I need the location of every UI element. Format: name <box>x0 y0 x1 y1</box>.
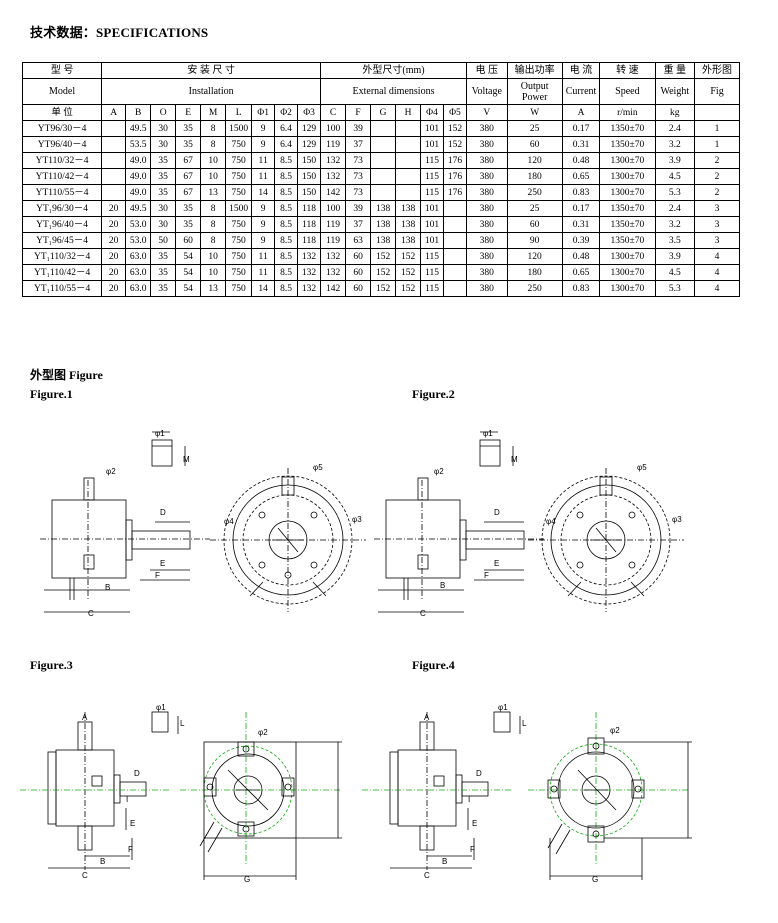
figure-2-label: Figure.2 <box>412 387 455 401</box>
fig3-front-view <box>180 712 342 880</box>
fig2-label-f: F <box>484 571 489 580</box>
figure-4-label: Figure.4 <box>412 658 455 672</box>
figure-section-heading: 外型图 Figure <box>30 368 103 382</box>
fig2-side-view <box>374 431 544 613</box>
fig2-label-phi5: φ5 <box>637 463 647 472</box>
fig4-label-phi1: φ1 <box>498 703 508 712</box>
value-cell: 4 <box>694 264 740 281</box>
value-cell: 63.0 <box>125 280 152 297</box>
fig3-label-phi2: φ2 <box>258 728 268 737</box>
fig2-label-phi3: φ3 <box>672 515 682 524</box>
fig4-label-e: E <box>472 819 477 828</box>
fig1-label-phi2: φ2 <box>106 467 116 476</box>
fig2-label-phi4: φ4 <box>546 517 556 526</box>
hdr-speed-en: Speed <box>599 78 656 105</box>
value-cell: 1300±70 <box>599 184 656 201</box>
value-cell: 150 <box>297 184 322 201</box>
hdr-power-en-b: Power <box>521 91 548 103</box>
hdr-power-en-a: Output <box>520 80 549 92</box>
figure-3-label: Figure.3 <box>30 658 73 672</box>
fig1-label-c: C <box>88 609 94 618</box>
fig3-label-d: D <box>134 769 140 778</box>
fig2-label-c: C <box>420 609 426 618</box>
spec-heading: 技术数据：SPECIFICATIONS <box>30 25 209 40</box>
fig1-label-d: D <box>160 508 166 517</box>
fig4-label-b: B <box>442 857 447 866</box>
value-cell: 1300±70 <box>599 280 656 297</box>
figure-1-label: Figure.1 <box>30 387 73 401</box>
fig3-label-phi1: φ1 <box>156 703 166 712</box>
fig4-label-d: D <box>476 769 482 778</box>
value-cell: 25 <box>506 200 563 217</box>
fig1-label-phi5: φ5 <box>313 463 323 472</box>
value-cell: 118 <box>297 216 322 233</box>
fig1-label-phi3: φ3 <box>352 515 362 524</box>
fig4-label-l: L <box>522 719 527 728</box>
fig1-label-e: E <box>160 559 165 568</box>
fig3-label-e: E <box>130 819 135 828</box>
fig3-label-c: C <box>82 871 88 880</box>
fig2-label-b: B <box>440 581 445 590</box>
fig4-label-i: I <box>468 795 470 804</box>
value-cell: 120 <box>506 248 563 265</box>
fig2-front-view <box>528 468 684 612</box>
value-cell: 138 <box>395 232 422 249</box>
fig1-label-m: M <box>183 455 190 464</box>
fig4-side-view <box>362 711 521 870</box>
fig1-front-view <box>210 468 366 612</box>
fig2-label-e: E <box>494 559 499 568</box>
fig1-label-phi4: φ4 <box>224 517 234 526</box>
spec-table: 型 号 安 装 尺 寸 外型尺寸(mm) 电 压 输出功率 电 流 转 速 重 … <box>21 62 740 297</box>
value-cell: 750 <box>225 264 253 281</box>
fig1-label-phi1: φ1 <box>155 429 165 438</box>
header-row-en: Model Installation External dimensions V… <box>21 78 740 105</box>
fig1-label-b: B <box>105 583 110 592</box>
value-cell: 152 <box>395 280 422 297</box>
fig1-label-f: F <box>155 571 160 580</box>
fig3-label-g: G <box>244 875 250 884</box>
value-cell: 1500 <box>225 200 253 217</box>
fig2-label-m: M <box>511 455 518 464</box>
fig3-label-f: F <box>128 845 133 854</box>
value-cell: 250 <box>506 280 563 297</box>
fig4-label-phi2: φ2 <box>610 726 620 735</box>
value-cell: 132 <box>297 280 322 297</box>
fig4-front-view <box>528 712 692 880</box>
fig3-label-i: I <box>126 795 128 804</box>
fig3-side-view <box>20 711 179 870</box>
value-cell: 1500 <box>225 120 253 137</box>
fig3-label-b: B <box>100 857 105 866</box>
value-cell: 5.3 <box>654 280 696 297</box>
value-cell: 750 <box>225 168 253 185</box>
fig4-label-a: A <box>424 713 430 722</box>
fig2-label-phi1: φ1 <box>483 429 493 438</box>
model-cell: YT₁110/55－4 <box>21 280 103 297</box>
unit-cell: r/min <box>599 104 656 121</box>
hdr-install-en: Installation <box>101 78 322 105</box>
fig4-label-f: F <box>470 845 475 854</box>
fig2-label-d: D <box>494 508 500 517</box>
fig4-label-c: C <box>424 871 430 880</box>
hdr-fig-cn: 外形图 <box>694 62 740 79</box>
value-cell: 750 <box>225 280 253 297</box>
value-cell <box>442 280 467 297</box>
hdr-voltage-en: Voltage <box>465 78 508 105</box>
fig1-side-view <box>40 431 210 613</box>
fig2-label-phi2: φ2 <box>434 467 444 476</box>
value-cell: 4 <box>694 280 740 297</box>
fig3-label-l: L <box>180 719 185 728</box>
hdr-external-en: External dimensions <box>320 78 467 105</box>
model-cell: YT₁110/32－4 <box>21 248 103 265</box>
fig4-label-g: G <box>592 875 598 884</box>
fig3-label-a: A <box>82 713 88 722</box>
